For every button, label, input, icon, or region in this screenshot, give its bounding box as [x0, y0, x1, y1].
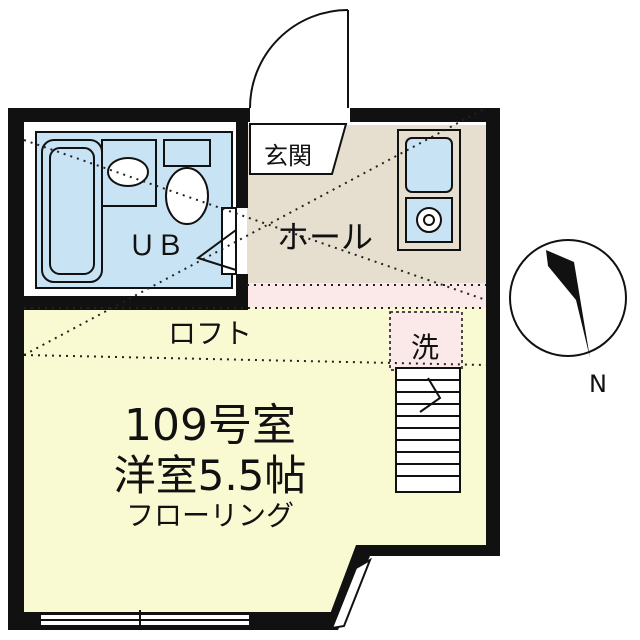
room-number-label: 109号室 — [124, 400, 296, 451]
wall-bath-right — [236, 108, 248, 208]
entrance-label: 玄関 — [264, 142, 312, 170]
window-bay — [330, 557, 372, 630]
bath-door — [221, 207, 237, 275]
kitchen-sink — [405, 137, 453, 193]
loft-outline — [23, 107, 487, 366]
loft-label: ロフト — [168, 317, 252, 350]
wall-top-right — [350, 108, 490, 122]
wall-left — [8, 108, 24, 630]
windows — [39, 557, 372, 630]
laundry-floor — [247, 283, 486, 308]
compass-needle-icon — [546, 250, 590, 358]
walls — [8, 108, 500, 630]
kitchen — [397, 129, 461, 251]
entrance-slab — [249, 123, 348, 175]
laundry-label: 洗 — [411, 331, 439, 364]
loft-ladder — [395, 367, 461, 493]
unit-bath — [35, 131, 237, 289]
flooring-label: フローリング — [126, 499, 294, 532]
entry-door — [249, 9, 349, 109]
washer-space — [389, 311, 463, 371]
compass-north-label: N — [589, 370, 607, 398]
western-room-floor — [24, 308, 486, 625]
toilet-tank — [163, 139, 211, 167]
washbasin — [107, 157, 149, 187]
compass: N — [509, 239, 627, 398]
room-size-label: 洋室5.5帖 — [114, 451, 307, 500]
hall-label: ホール — [277, 218, 373, 256]
wall-right — [486, 108, 500, 556]
wall-top-left — [8, 108, 250, 122]
toilet-bowl — [165, 167, 209, 225]
wall-bath-bottom — [8, 296, 248, 310]
bath-label: ＵＢ — [128, 229, 184, 262]
